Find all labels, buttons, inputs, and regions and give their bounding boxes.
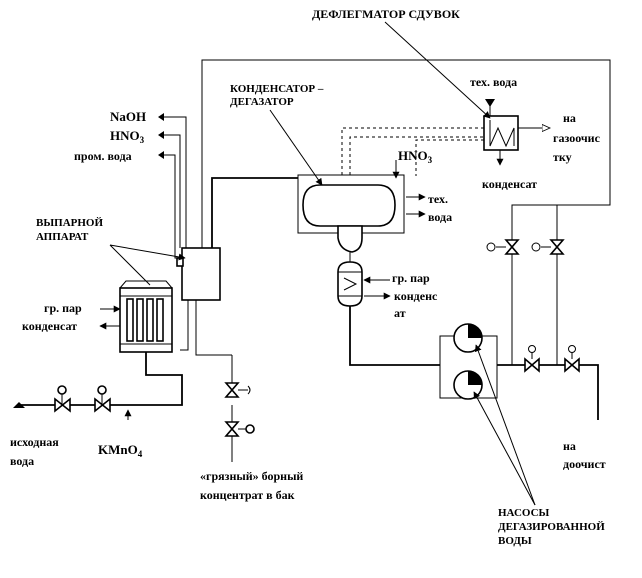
pipe-prom-voda: [162, 154, 182, 259]
pipe-hno3-left: [162, 134, 181, 248]
label-nasosy-3: ВОДЫ: [498, 535, 532, 547]
label-tech-water-top: тех. вода: [470, 75, 517, 89]
deflegmator-water-arrow: [485, 99, 495, 107]
label-na-3: тку: [553, 150, 572, 164]
vapor-line-dashed-2: [349, 136, 484, 175]
label-na-2: газоочис: [553, 131, 601, 145]
label-hno3-left: HNO3: [110, 128, 145, 145]
label-borny-1: «грязный» борный: [200, 469, 303, 483]
degasser-heater: [337, 261, 363, 307]
pipe-evap-outlet: [195, 300, 232, 356]
label-tech-2: вода: [428, 210, 452, 224]
valve-boric-1: [224, 382, 251, 398]
label-vyparnoy-1: ВЫПАРНОЙ: [36, 217, 103, 229]
label-na-doochist-1: на: [563, 439, 576, 453]
label-borny-2: концентрат в бак: [200, 488, 295, 502]
label-tech-1: тех.: [428, 192, 448, 206]
label-deflegmator: ДЕФЛЕГМАТОР СДУВОК: [312, 7, 460, 21]
label-iskhodnaya-2: вода: [10, 454, 34, 468]
condenser-degasser-vessel: [302, 184, 396, 227]
evaporator-separator: [181, 247, 221, 301]
label-gr-par-left: гр. пар: [44, 301, 82, 315]
label-nasosy-1: НАСОСЫ: [498, 507, 550, 519]
pipe-evap-to-condenser: [211, 177, 298, 248]
pointer-vyparnoy: [109, 244, 185, 286]
valve-right-horizontal-2: [564, 345, 580, 373]
pipe-top-loop: [201, 59, 611, 350]
label-nasosy-2: ДЕГАЗИРОВАННОЙ: [498, 521, 605, 533]
arrow-prom-head: [158, 151, 164, 159]
pipe-feed: [20, 352, 183, 406]
pointer-kondensator: [269, 109, 323, 186]
label-kondensator-2: ДЕГАЗАТОР: [230, 96, 294, 108]
label-kondensator-1: КОНДЕНСАТОР –: [230, 83, 324, 95]
label-naoh: NaOH: [110, 109, 146, 124]
label-prom-voda: пром. вода: [74, 149, 132, 163]
evaporator-nozzle: [176, 257, 184, 267]
valve-right-vertical-2: [531, 239, 565, 255]
evaporator-heater: [119, 280, 173, 353]
label-na-1: на: [563, 111, 576, 125]
pump-upper: [453, 323, 483, 353]
pipe-pumps-out: [497, 364, 599, 420]
pipe-naoh: [162, 116, 187, 248]
valve-feed-2: [94, 385, 111, 413]
label-gr-par-mid: гр. пар: [392, 271, 430, 285]
label-kondens-mid-2: ат: [394, 306, 406, 320]
arrow-hno3-head: [158, 131, 164, 139]
label-kondens-mid-1: конденс: [394, 289, 438, 303]
arrow-feed-head: [13, 402, 25, 408]
valve-right-vertical-1: [486, 239, 520, 255]
label-hno3-mid: HNO3: [398, 148, 433, 165]
valve-boric-2: [224, 421, 255, 437]
pointer-nasosy-1: [474, 344, 536, 506]
arrow-naoh-head: [158, 113, 164, 121]
deflegmator: [483, 115, 519, 151]
condenser-degasser-neck: [337, 225, 363, 253]
label-kondensat-left: конденсат: [22, 319, 77, 333]
valve-right-horizontal-1: [524, 345, 540, 373]
reflux-line-dashed: [415, 139, 484, 176]
pump-lower: [453, 370, 483, 400]
pipe-right-join: [511, 350, 558, 365]
label-vyparnoy-2: АППАРАТ: [36, 231, 89, 243]
pointer-nasosy-2: [473, 391, 536, 506]
pipe-evap-down: [180, 300, 189, 351]
valve-feed-1: [54, 385, 71, 413]
label-kondensat-top: конденсат: [482, 177, 537, 191]
label-iskhodnaya-1: исходная: [10, 435, 59, 449]
label-na-doochist-2: доочист: [563, 457, 606, 471]
pointer-deflegmator: [384, 21, 491, 119]
pipe-degassed-water: [349, 305, 440, 366]
label-kmno4: KMnO4: [98, 442, 143, 459]
